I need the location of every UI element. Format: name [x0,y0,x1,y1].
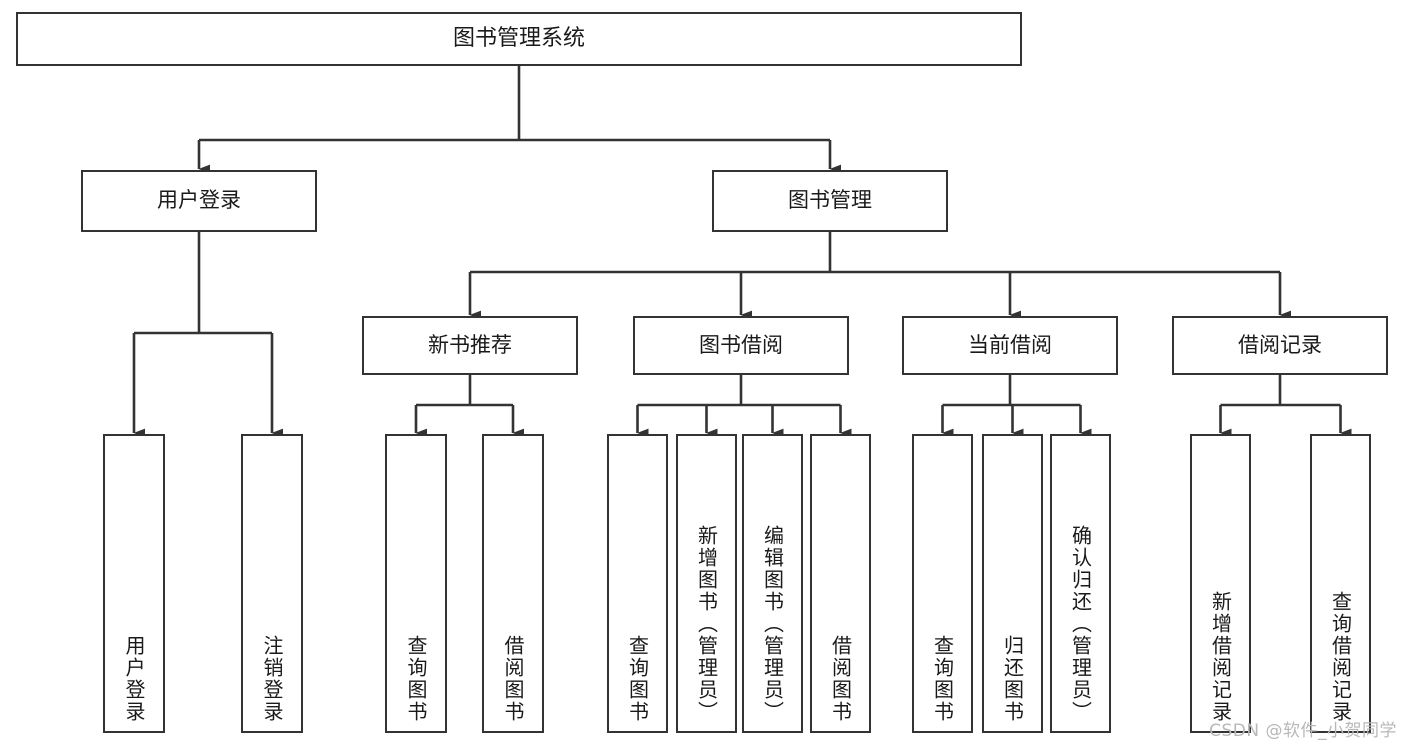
node-leaf-user-login[interactable]: 用户登录 [103,434,165,733]
node-leaf-query-book-2[interactable]: 查询图书 [607,434,668,733]
node-label: 查询图书 [930,635,955,723]
node-label: 注销登录 [260,635,284,723]
node-label: 新增借阅记录 [1208,591,1233,723]
node-label: 编辑图书（管理员） [760,525,785,723]
node-user-login[interactable]: 用户登录 [81,170,317,232]
node-leaf-confirm-return[interactable]: 确认归还（管理员） [1050,434,1111,733]
node-leaf-query-record[interactable]: 查询借阅记录 [1310,434,1371,733]
node-book-borrow[interactable]: 图书借阅 [633,316,849,375]
node-label: 归还图书 [1000,635,1025,723]
node-label: 查询图书 [625,635,650,723]
node-label: 新增图书（管理员） [694,525,719,723]
node-leaf-borrow-book-2[interactable]: 借阅图书 [810,434,871,733]
node-leaf-edit-book[interactable]: 编辑图书（管理员） [742,434,803,733]
node-borrow-record[interactable]: 借阅记录 [1172,316,1388,375]
node-leaf-user-logout[interactable]: 注销登录 [241,434,303,733]
node-leaf-query-book-1[interactable]: 查询图书 [385,434,447,733]
node-leaf-borrow-book-1[interactable]: 借阅图书 [482,434,544,733]
node-label: 图书管理系统 [452,25,585,51]
node-label: 确认归还（管理员） [1068,525,1093,723]
node-label: 借阅记录 [1238,332,1322,357]
edges-group [132,66,1352,438]
node-label: 当前借阅 [968,332,1052,357]
node-label: 图书管理 [788,188,872,213]
node-leaf-query-book-3[interactable]: 查询图书 [912,434,973,733]
node-root[interactable]: 图书管理系统 [16,12,1022,66]
node-label: 新书推荐 [428,332,512,357]
node-label: 查询借阅记录 [1328,591,1353,723]
node-label: 查询图书 [404,635,428,723]
node-label: 用户登录 [122,635,146,723]
node-label: 图书借阅 [699,332,783,357]
node-leaf-add-book[interactable]: 新增图书（管理员） [676,434,737,733]
node-leaf-add-record[interactable]: 新增借阅记录 [1190,434,1251,733]
node-label: 借阅图书 [501,635,525,723]
node-new-book-rec[interactable]: 新书推荐 [362,316,578,375]
node-label: 借阅图书 [828,635,853,723]
node-current-borrow[interactable]: 当前借阅 [902,316,1118,375]
node-leaf-return-book[interactable]: 归还图书 [982,434,1043,733]
node-book-manage[interactable]: 图书管理 [712,170,948,232]
node-label: 用户登录 [157,188,241,213]
watermark-text: CSDN @软件_小贺同学 [1209,721,1397,741]
